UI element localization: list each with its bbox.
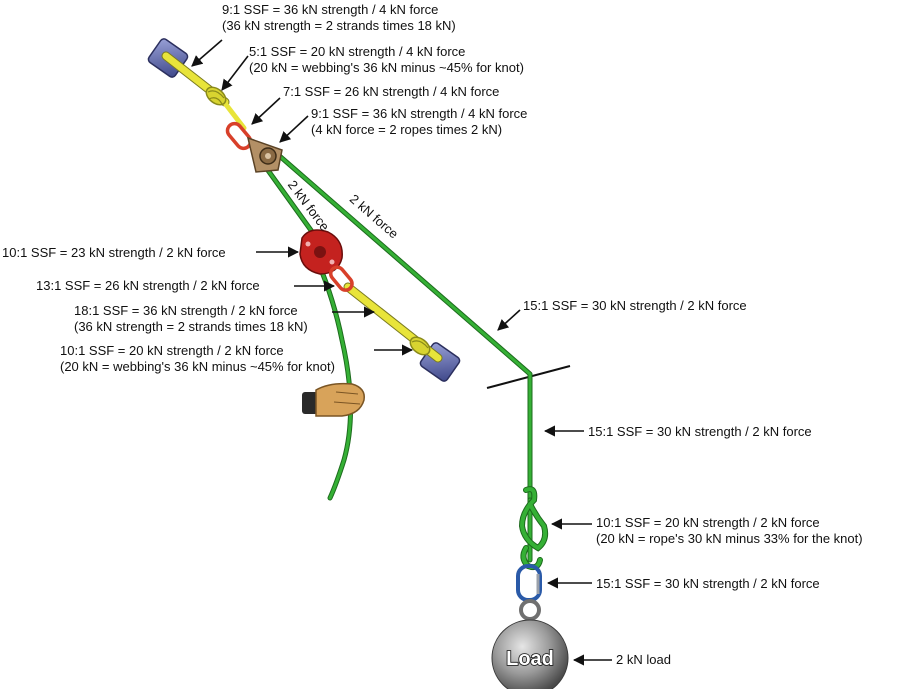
annotation-lower-knot: 10:1 SSF = 20 kN strength / 2 kN force (… bbox=[60, 343, 335, 374]
top-pulley bbox=[246, 136, 283, 173]
annotation-top-pulley: 9:1 SSF = 36 kN strength / 4 kN force (4… bbox=[311, 106, 528, 137]
annotation-anchor-top-knot: 5:1 SSF = 20 kN strength / 4 kN force (2… bbox=[249, 44, 524, 75]
annotation-rope-diagonal: 15:1 SSF = 30 kN strength / 2 kN force bbox=[523, 298, 747, 313]
annotation-top-carabiner: 7:1 SSF = 26 kN strength / 4 kN force bbox=[283, 84, 500, 99]
lower-carabiner bbox=[328, 265, 354, 292]
load-weight-label: Load bbox=[506, 648, 554, 670]
lower-webbing-knot bbox=[409, 336, 431, 356]
annotation-load: 2 kN load bbox=[616, 652, 671, 667]
annotation-lower-webbing: 18:1 SSF = 36 kN strength / 2 kN force (… bbox=[74, 303, 308, 334]
bottom-carabiner bbox=[516, 564, 542, 602]
glove bbox=[302, 382, 365, 417]
arrow-top-carabiner bbox=[251, 97, 281, 125]
arrow-anchor-top-knot bbox=[221, 55, 249, 91]
arrow-anchor-top-webbing bbox=[191, 39, 223, 67]
annotation-figure8-knot: 10:1 SSF = 20 kN strength / 2 kN force (… bbox=[596, 515, 863, 546]
figure8-knot bbox=[518, 486, 549, 571]
annotation-anchor-top-webbing: 9:1 SSF = 36 kN strength / 4 kN force (3… bbox=[222, 2, 456, 33]
arrow-rope-diagonal bbox=[497, 309, 521, 331]
top-webbing bbox=[161, 51, 247, 131]
top-carabiner bbox=[225, 121, 253, 151]
annotation-rope-vertical: 15:1 SSF = 30 kN strength / 2 kN force bbox=[588, 424, 812, 439]
annotation-belay-device: 10:1 SSF = 23 kN strength / 2 kN force bbox=[2, 245, 226, 260]
annotation-bottom-carabiner: 15:1 SSF = 30 kN strength / 2 kN force bbox=[596, 576, 820, 591]
load-weight: Load bbox=[491, 619, 569, 689]
callout-arrows bbox=[191, 39, 612, 666]
arrow-top-pulley bbox=[279, 115, 309, 143]
annotation-lower-carabiner: 13:1 SSF = 26 kN strength / 2 kN force bbox=[36, 278, 260, 293]
load-ring bbox=[519, 599, 541, 621]
belay-device bbox=[299, 229, 343, 275]
top-webbing-knot bbox=[205, 86, 227, 106]
